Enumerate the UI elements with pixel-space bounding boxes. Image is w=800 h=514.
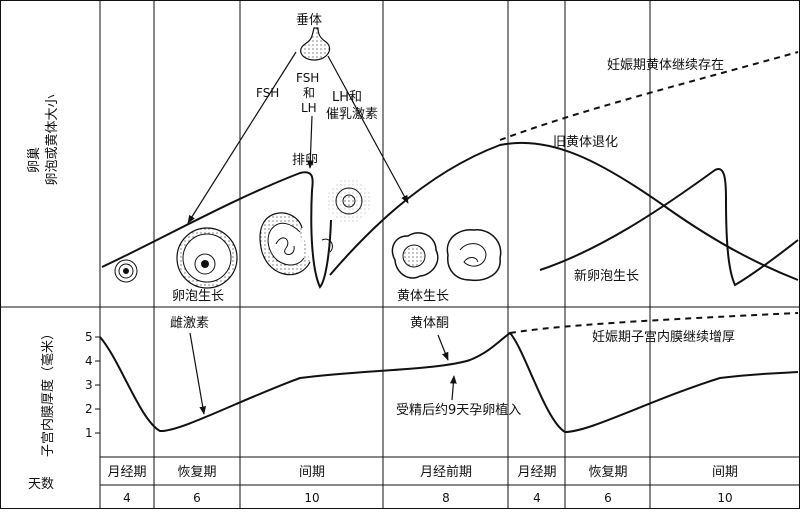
fsh-label: FSH <box>256 86 279 100</box>
pregnancy-endometrium-label: 妊娠期子宫内膜继续增厚 <box>592 329 735 345</box>
y-tick-3: 3 <box>85 378 93 392</box>
follicle-growth-label: 卵泡生长 <box>172 289 224 304</box>
fsh-lh-label-3: LH <box>301 101 317 115</box>
ovary-axis-sub-label: 卵泡或黄体大小 <box>45 94 60 185</box>
fsh-lh-label-1: FSH <box>296 71 319 85</box>
endometrium-axis-label: 子宫内膜厚度（毫米） <box>40 327 56 457</box>
phase-days: 6 <box>193 491 201 505</box>
y-tick-4: 4 <box>85 354 93 368</box>
endometrium-curves <box>99 312 799 434</box>
small-follicle-icon <box>114 259 138 283</box>
phase-name: 月经前期 <box>420 464 472 480</box>
phase-name: 恢复期 <box>177 465 216 480</box>
pregnancy-cl-dashed <box>499 51 799 141</box>
ovary-axis-label: 卵巢 <box>27 147 42 173</box>
ovulation-label: 排卵 <box>292 153 318 168</box>
y-tick-1: 1 <box>85 426 93 440</box>
estrogen-label: 雌激素 <box>170 315 209 331</box>
implantation-arrow <box>450 375 457 401</box>
lh-prolactin-arrow <box>327 55 409 204</box>
phase-name: 恢复期 <box>588 465 627 480</box>
pregnancy-endometrium-dashed <box>509 312 799 334</box>
phase-days: 4 <box>123 491 131 505</box>
y-tick-5: 5 <box>85 330 93 344</box>
phase-names-row: 月经期 恢复期 间期 月经前期 月经期 恢复期 间期 <box>107 464 738 480</box>
ovary-curves <box>101 51 799 289</box>
pituitary-label: 垂体 <box>296 13 322 28</box>
phase-name: 月经期 <box>517 465 556 480</box>
endometrium-curve <box>99 331 799 434</box>
fsh-lh-arrow <box>306 115 314 169</box>
fsh-lh-label-2: 和 <box>303 86 315 100</box>
pituitary-icon <box>300 27 331 61</box>
phase-days: 8 <box>442 491 450 505</box>
new-follicle-curve <box>539 168 799 287</box>
endometrium-y-ticks: 5 4 3 2 1 <box>85 330 100 440</box>
corpus-luteum-icon-2 <box>446 229 502 282</box>
old-cl-regress-label: 旧黄体退化 <box>553 135 618 150</box>
hormone-arrows <box>187 51 457 415</box>
cl-growth-label: 黄体生长 <box>397 289 449 304</box>
y-tick-2: 2 <box>85 402 93 416</box>
phase-dividers <box>153 0 651 509</box>
follicle-illustrations <box>114 27 502 289</box>
phase-name: 间期 <box>299 465 325 480</box>
phase-days-row: 4 6 10 8 4 6 10 <box>123 491 732 505</box>
ovulating-follicle-icon <box>259 212 333 276</box>
corpus-luteum-icon-1 <box>391 232 439 279</box>
fsh-arrow <box>187 51 297 224</box>
estrogen-arrow <box>189 332 207 415</box>
implantation-label: 受精后约9天孕卵植入 <box>396 403 521 418</box>
phase-name: 间期 <box>712 465 738 480</box>
phase-days: 10 <box>717 491 732 505</box>
progesterone-label: 黄体酮 <box>410 316 449 331</box>
lh-prolactin-label-1: LH和 <box>332 90 362 105</box>
phase-name: 月经期 <box>107 465 146 480</box>
corpus-luteum-curve <box>329 141 799 281</box>
progesterone-arrow <box>437 334 449 361</box>
phase-days: 4 <box>533 491 541 505</box>
days-axis-label: 天数 <box>28 477 54 492</box>
phase-days: 10 <box>304 491 319 505</box>
phase-days: 6 <box>604 491 612 505</box>
new-follicle-label: 新卵泡生长 <box>574 268 639 284</box>
lh-prolactin-label-2: 催乳激素 <box>326 107 378 122</box>
growing-follicle-icon <box>176 227 238 289</box>
ovum-icon <box>327 179 371 223</box>
pregnancy-cl-label: 妊娠期黄体继续存在 <box>607 58 724 73</box>
